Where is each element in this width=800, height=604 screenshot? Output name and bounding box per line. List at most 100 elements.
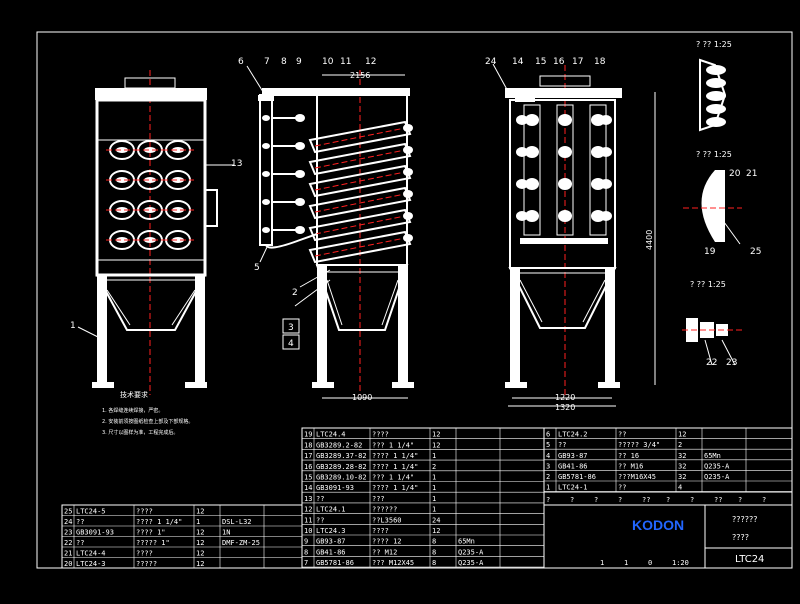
leader-lines xyxy=(77,63,741,366)
title-unknown: ???? xyxy=(732,533,749,542)
tilted-filter xyxy=(308,120,412,154)
title-block-val: 1 xyxy=(624,559,628,567)
bom-left-cell: ????? 1" xyxy=(136,539,170,547)
detail-label-2: ? ?? 1:25 xyxy=(696,150,732,159)
title-block-val: 1:20 xyxy=(672,559,689,567)
callout-25: 25 xyxy=(750,247,761,257)
tilted-filter xyxy=(308,142,412,176)
bom-left-cell: 12 xyxy=(196,508,204,516)
bom-mid-cell: 1 xyxy=(432,452,436,460)
title-block-cell: ? xyxy=(762,496,766,504)
bom-mid-cell: ??? M12X45 xyxy=(372,559,414,567)
title-block-cell: ?? xyxy=(714,496,722,504)
bom-mid-cell: 7 xyxy=(304,559,308,567)
callout-12: 12 xyxy=(365,57,376,67)
bom-mid-cell: GB41-86 xyxy=(316,548,346,556)
bom-mid-cell: 8 xyxy=(432,538,436,546)
bom-right-cell: GB41-86 xyxy=(558,462,588,470)
bom-mid-cell: 12 xyxy=(432,431,440,439)
bom-right-cell: 2 xyxy=(678,441,682,449)
bom-right-cell: 3 xyxy=(546,462,550,470)
title-block-val: 0 xyxy=(648,559,652,567)
bom-mid-cell: GB3289.37-82 xyxy=(316,452,367,460)
bom-left-cell: ???? xyxy=(136,550,153,558)
bom-left-cell: LTC24-4 xyxy=(76,550,106,558)
title-block-cell: ? xyxy=(690,496,694,504)
bom-right-cell: 2 xyxy=(546,473,550,481)
title-block-val: 1 xyxy=(600,559,604,567)
bom-mid-cell: 12 xyxy=(304,506,312,514)
bom-right-cell: 32 xyxy=(678,452,686,460)
callout-13: 13 xyxy=(231,159,242,169)
bom-mid-cell: 8 xyxy=(432,548,436,556)
rear-column xyxy=(523,104,541,236)
bom-mid-cell: 65Mn xyxy=(458,538,475,546)
bom-right-cell: ?? xyxy=(618,431,626,439)
bom-left-cell: 12 xyxy=(196,539,204,547)
detail-2 xyxy=(683,170,742,242)
bom-mid-cell: GB93-87 xyxy=(316,538,346,546)
bom-mid-cell: GB3091-93 xyxy=(316,484,354,492)
bom-mid-cell: GB3289.10-82 xyxy=(316,474,367,482)
bom-left-cell: DMF-ZM-25 xyxy=(222,539,260,547)
detail-label-1: ? ?? 1:25 xyxy=(696,40,732,49)
bom-left-cell: 12 xyxy=(196,550,204,558)
bom-left-cell: 24 xyxy=(64,518,72,526)
bom-left-cell: ???? xyxy=(136,508,153,516)
note-1: 1. 各焊缝连续焊接，严密。 xyxy=(102,407,163,414)
title-block-cell: ? xyxy=(546,496,550,504)
dim-1220: 1220 xyxy=(555,393,575,402)
title-unknown2: ?????? xyxy=(732,515,757,524)
bom-mid-cell: ??? 1 1/4" xyxy=(372,474,414,482)
bom-right-cell: LTC24.2 xyxy=(558,431,588,439)
bom-mid-cell: ?????? xyxy=(372,506,397,514)
bom-mid-cell: GB3289.28-82 xyxy=(316,463,367,471)
bom-left-cell: 25 xyxy=(64,508,72,516)
note-3: 3. 尺寸以图样为准，工程完成后。 xyxy=(102,429,178,436)
bom-mid-cell: ?? xyxy=(316,516,324,524)
bom-mid-cell: 1 xyxy=(432,495,436,503)
bom-right-cell: 4 xyxy=(546,452,550,460)
bom-right-cell: 32 xyxy=(678,462,686,470)
bom-mid-cell: 17 xyxy=(304,452,312,460)
bom-mid-cell: LTC24.3 xyxy=(316,527,346,535)
callout-4: 4 xyxy=(288,339,294,349)
title-block-cell: ? xyxy=(594,496,598,504)
bom-right-cell: 4 xyxy=(678,484,682,492)
bom-mid-cell: 19 xyxy=(304,431,312,439)
bom-mid-cell: 12 xyxy=(432,527,440,535)
bom-mid-cell: 2 xyxy=(432,463,436,471)
callout-7: 7 xyxy=(264,57,270,67)
bom-right-cell: ????? 3/4" xyxy=(618,441,660,449)
bom-mid-cell: GB5781-86 xyxy=(316,559,354,567)
bom-left-cell: ???? 1" xyxy=(136,529,166,537)
callout-9: 9 xyxy=(296,57,302,67)
callout-8: 8 xyxy=(281,57,287,67)
callout-22: 22 xyxy=(706,358,717,368)
bom-mid-cell: ?? M12 xyxy=(372,548,397,556)
note-2: 2. 安装前须按图纸检查上部及下部规格。 xyxy=(102,418,193,425)
bom-mid-cell: ??L3560 xyxy=(372,516,402,524)
front-view xyxy=(92,70,218,395)
bom-mid-cell: 24 xyxy=(432,516,440,524)
bom-mid-cell: 1 xyxy=(432,474,436,482)
callout-14: 14 xyxy=(512,57,524,67)
bom-mid-cell: Q235-A xyxy=(458,559,484,567)
bom-left-cell: 23 xyxy=(64,529,72,537)
bom-left-cell: 22 xyxy=(64,539,72,547)
bom-mid-cell: 14 xyxy=(304,484,312,492)
title-block-cell: ? xyxy=(738,496,742,504)
tilted-filter xyxy=(308,186,412,220)
bom-mid-cell: 10 xyxy=(304,527,312,535)
bom-right-cell: Q235-A xyxy=(704,473,730,481)
callout-11: 11 xyxy=(340,57,351,67)
bom-right-cell: ?? 16 xyxy=(618,452,639,460)
bom-mid-cell: 8 xyxy=(432,559,436,567)
dim-2156: 2156 xyxy=(350,71,370,80)
bom-right-cell: 6 xyxy=(546,431,550,439)
callout-5: 5 xyxy=(254,263,260,273)
bom-mid-cell: 1 xyxy=(432,484,436,492)
